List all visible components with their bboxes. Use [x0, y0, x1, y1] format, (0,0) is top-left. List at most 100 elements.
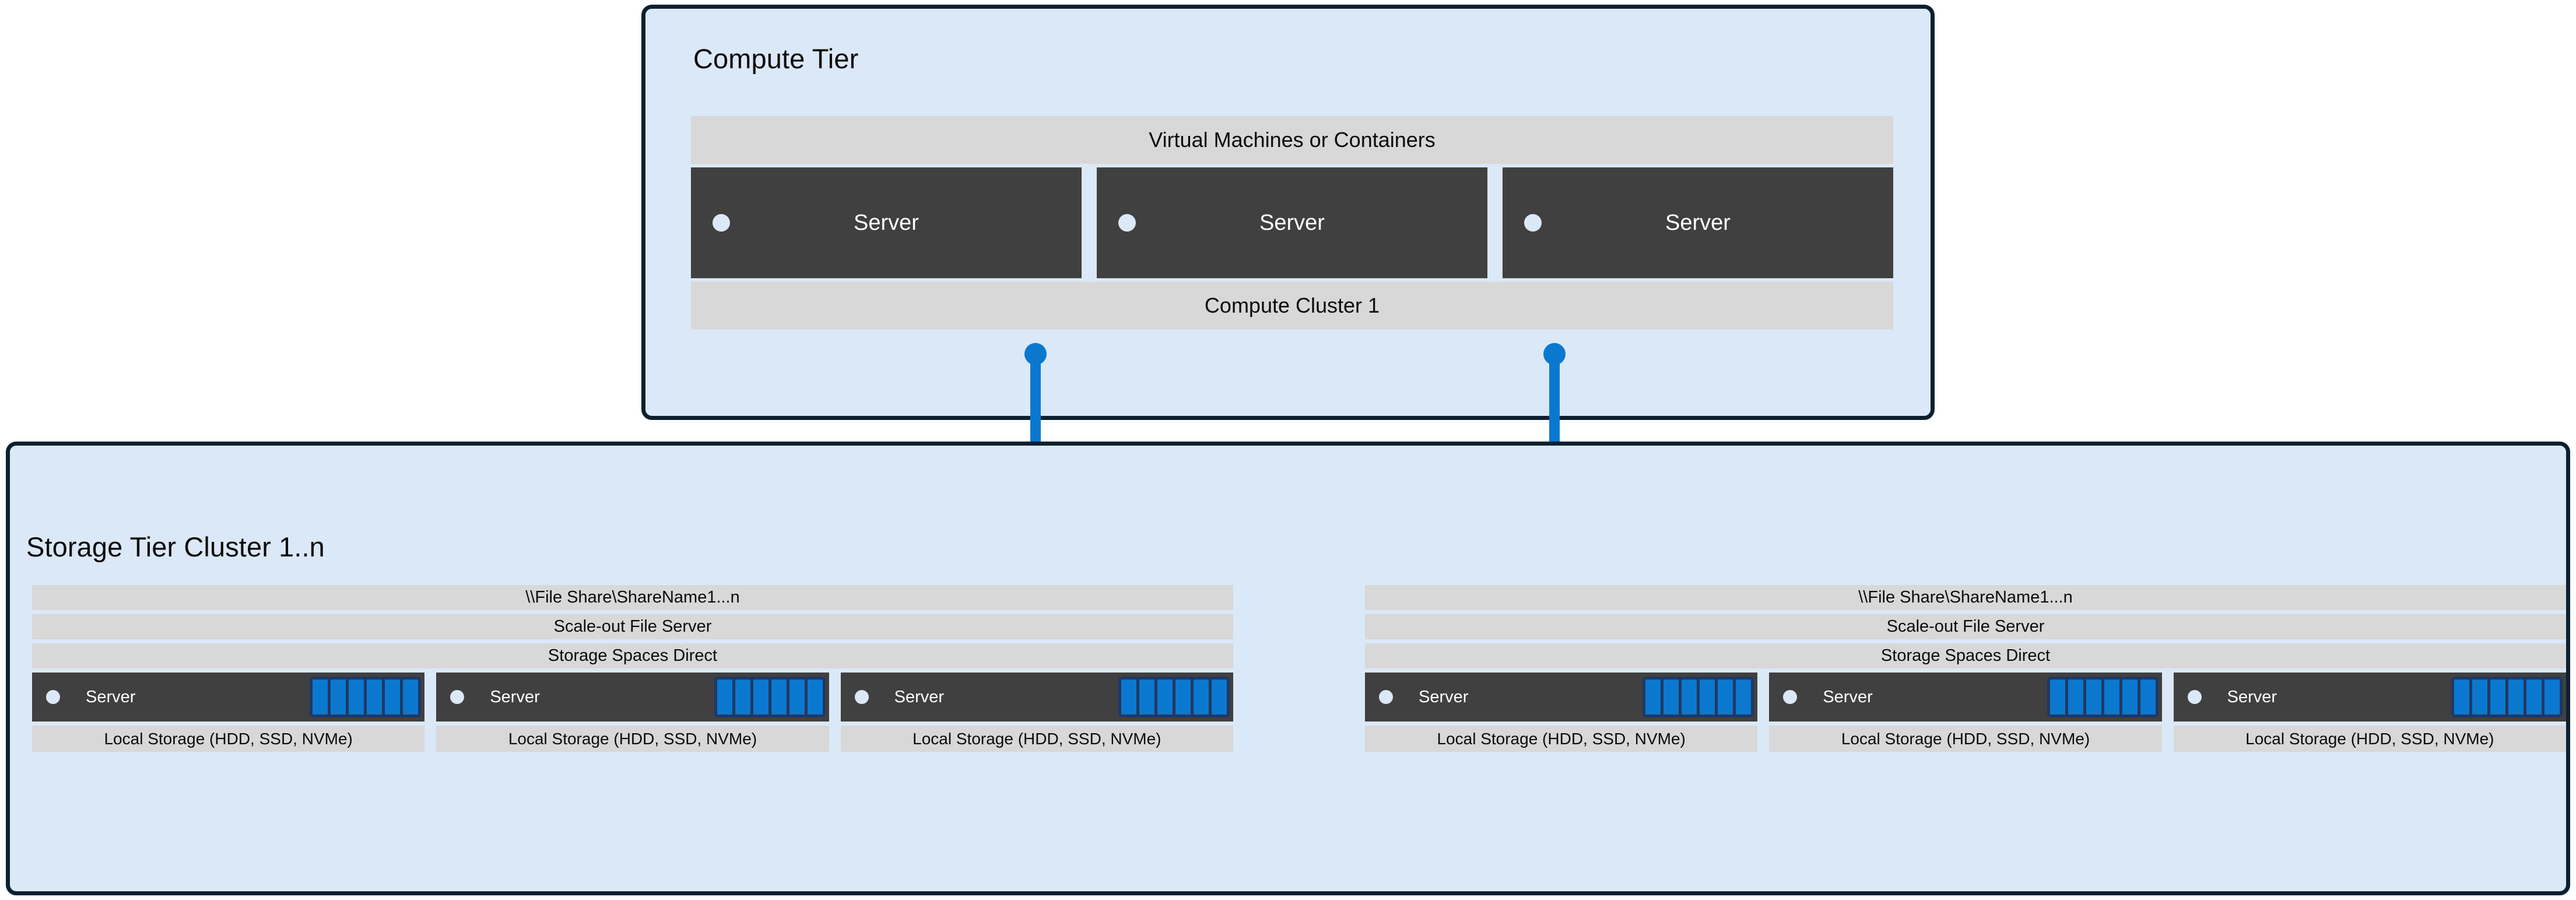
disk-icon	[1682, 680, 1697, 715]
storage-node-1-server-label: Server	[86, 687, 136, 706]
storage-node-4[interactable]: Server Local Storage (HDD, SSD, NVMe)	[1365, 673, 1758, 752]
status-led-icon	[450, 690, 465, 704]
status-led-icon	[1118, 214, 1136, 232]
disk-icon	[2104, 680, 2119, 715]
storage-node-4-local-storage-label: Local Storage (HDD, SSD, NVMe)	[1365, 726, 1758, 752]
disk-icon	[2544, 680, 2560, 715]
compute-server-2[interactable]: Server	[1097, 167, 1487, 278]
disk-icon	[313, 680, 328, 715]
disk-icon	[717, 680, 732, 715]
status-led-icon	[1524, 214, 1542, 232]
compute-tier-panel: Compute Tier Virtual Machines or Contain…	[641, 5, 1935, 420]
storage-node-1[interactable]: Server Local Storage (HDD, SSD, NVMe)	[32, 673, 425, 752]
disk-array-icon	[2047, 677, 2159, 717]
storage-node-2[interactable]: Server Local Storage (HDD, SSD, NVMe)	[436, 673, 829, 752]
storage-node-6-server-label: Server	[2227, 687, 2277, 706]
disk-icon	[1645, 680, 1661, 715]
storage-node-2-local-storage-label: Local Storage (HDD, SSD, NVMe)	[436, 726, 829, 752]
status-led-icon	[1379, 690, 1393, 704]
disk-icon	[2472, 680, 2487, 715]
storage-spaces-direct-band: Storage Spaces Direct	[32, 643, 1233, 668]
disk-array-icon	[1118, 677, 1230, 717]
scale-out-file-server-band: Scale-out File Server	[32, 614, 1233, 639]
compute-cluster-band: Compute Cluster 1	[691, 282, 1893, 330]
compute-server-1[interactable]: Server	[691, 167, 1082, 278]
disk-icon	[2049, 680, 2065, 715]
disk-array-icon	[1643, 677, 1754, 717]
storage-node-row: Server Local Storage (HDD, SSD, NVMe)	[1365, 673, 2566, 752]
storage-node-3-server[interactable]: Server	[840, 673, 1233, 722]
disk-icon	[1121, 680, 1136, 715]
storage-node-5-server[interactable]: Server	[1769, 673, 2162, 722]
disk-icon	[367, 680, 382, 715]
compute-server-1-label: Server	[854, 210, 919, 235]
disk-icon	[789, 680, 805, 715]
disk-icon	[1193, 680, 1209, 715]
disk-icon	[349, 680, 364, 715]
connector-endpoint-dot	[1024, 343, 1047, 365]
disk-array-icon	[310, 677, 422, 717]
storage-node-1-local-storage-label: Local Storage (HDD, SSD, NVMe)	[32, 726, 425, 752]
disk-icon	[2122, 680, 2138, 715]
storage-spaces-direct-band: Storage Spaces Direct	[1365, 643, 2566, 668]
scale-out-file-server-band: Scale-out File Server	[1365, 614, 2566, 639]
storage-node-4-server[interactable]: Server	[1365, 673, 1758, 722]
disk-icon	[771, 680, 787, 715]
disk-icon	[2068, 680, 2083, 715]
storage-tier-title: Storage Tier Cluster 1..n	[26, 531, 325, 562]
disk-icon	[2508, 680, 2524, 715]
compute-server-3-label: Server	[1665, 210, 1731, 235]
disk-icon	[1700, 680, 1715, 715]
storage-node-6[interactable]: Server Local Storage (HDD, SSD, NVMe)	[2173, 673, 2566, 752]
disk-icon	[1139, 680, 1154, 715]
disk-icon	[1211, 680, 1227, 715]
disk-array-icon	[2451, 677, 2563, 717]
virtual-machines-band: Virtual Machines or Containers	[691, 116, 1893, 164]
disk-icon	[2490, 680, 2505, 715]
compute-server-3[interactable]: Server	[1503, 167, 1893, 278]
storage-node-5-server-label: Server	[1823, 687, 1873, 706]
status-led-icon	[46, 690, 60, 704]
connector-endpoint-dot	[1543, 343, 1566, 365]
storage-cluster-group-1: \\File Share\ShareName1...n Scale-out Fi…	[32, 585, 1233, 752]
storage-node-4-server-label: Server	[1419, 687, 1469, 706]
storage-node-3-server-label: Server	[894, 687, 945, 706]
storage-node-3-local-storage-label: Local Storage (HDD, SSD, NVMe)	[840, 726, 1233, 752]
disk-icon	[1663, 680, 1679, 715]
storage-node-6-local-storage-label: Local Storage (HDD, SSD, NVMe)	[2173, 726, 2566, 752]
disk-icon	[331, 680, 346, 715]
disk-icon	[2140, 680, 2156, 715]
file-share-band: \\File Share\ShareName1...n	[1365, 585, 2566, 610]
disk-icon	[403, 680, 419, 715]
disk-icon	[2086, 680, 2101, 715]
storage-node-row: Server Local Storage (HDD, SSD, NVMe)	[32, 673, 1233, 752]
storage-node-6-server[interactable]: Server	[2173, 673, 2566, 722]
compute-server-2-label: Server	[1259, 210, 1325, 235]
storage-node-5-local-storage-label: Local Storage (HDD, SSD, NVMe)	[1769, 726, 2162, 752]
disk-icon	[2454, 680, 2469, 715]
storage-node-2-server-label: Server	[490, 687, 540, 706]
storage-tier-panel: Storage Tier Cluster 1..n \\File Share\S…	[6, 442, 2570, 895]
storage-cluster-group-2: \\File Share\ShareName1...n Scale-out Fi…	[1365, 585, 2566, 752]
disk-icon	[1157, 680, 1173, 715]
status-led-icon	[2187, 690, 2202, 704]
disk-icon	[735, 680, 750, 715]
status-led-icon	[713, 214, 730, 232]
storage-node-2-server[interactable]: Server	[436, 673, 829, 722]
disk-icon	[385, 680, 401, 715]
compute-server-row: Server Server Server	[691, 167, 1893, 278]
disk-icon	[1736, 680, 1752, 715]
disk-icon	[1718, 680, 1733, 715]
disk-icon	[2526, 680, 2542, 715]
storage-node-3[interactable]: Server Local Storage (HDD, SSD, NVMe)	[840, 673, 1233, 752]
status-led-icon	[854, 690, 869, 704]
compute-tier-title: Compute Tier	[693, 43, 859, 74]
disk-icon	[1175, 680, 1191, 715]
disk-icon	[753, 680, 768, 715]
status-led-icon	[1783, 690, 1798, 704]
file-share-band: \\File Share\ShareName1...n	[32, 585, 1233, 610]
storage-node-1-server[interactable]: Server	[32, 673, 425, 722]
storage-node-5[interactable]: Server Local Storage (HDD, SSD, NVMe)	[1769, 673, 2162, 752]
disk-array-icon	[714, 677, 826, 717]
disk-icon	[807, 680, 823, 715]
